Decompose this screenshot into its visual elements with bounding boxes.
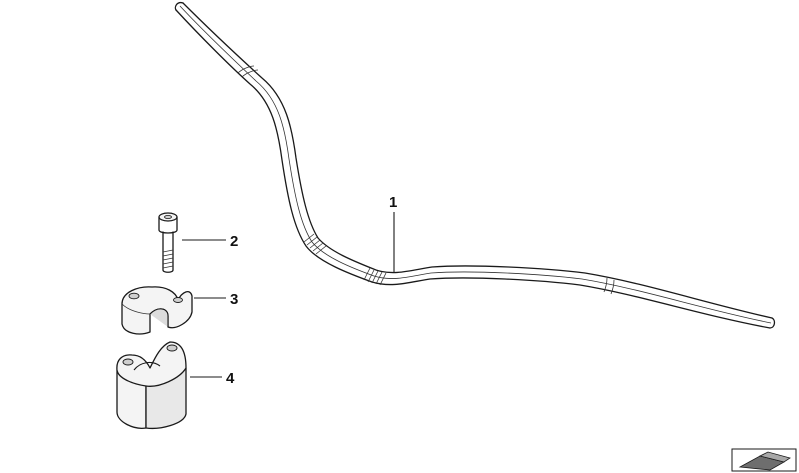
handlebar-knurl-right — [363, 267, 387, 286]
lower-clamp-riser — [116, 341, 187, 430]
handlebar-band-right — [603, 277, 615, 295]
parts-catalog-corner-icon — [731, 448, 797, 472]
callout-1: 1 — [389, 194, 397, 211]
callout-2: 2 — [230, 233, 238, 250]
handlebar-knurl-left — [303, 233, 327, 255]
handlebar-band-upper — [237, 65, 259, 78]
handlebar — [174, 1, 776, 329]
callout-4: 4 — [226, 370, 235, 387]
socket-head-screw — [158, 212, 178, 273]
callout-3: 3 — [230, 291, 238, 308]
upper-clamp — [121, 286, 193, 335]
